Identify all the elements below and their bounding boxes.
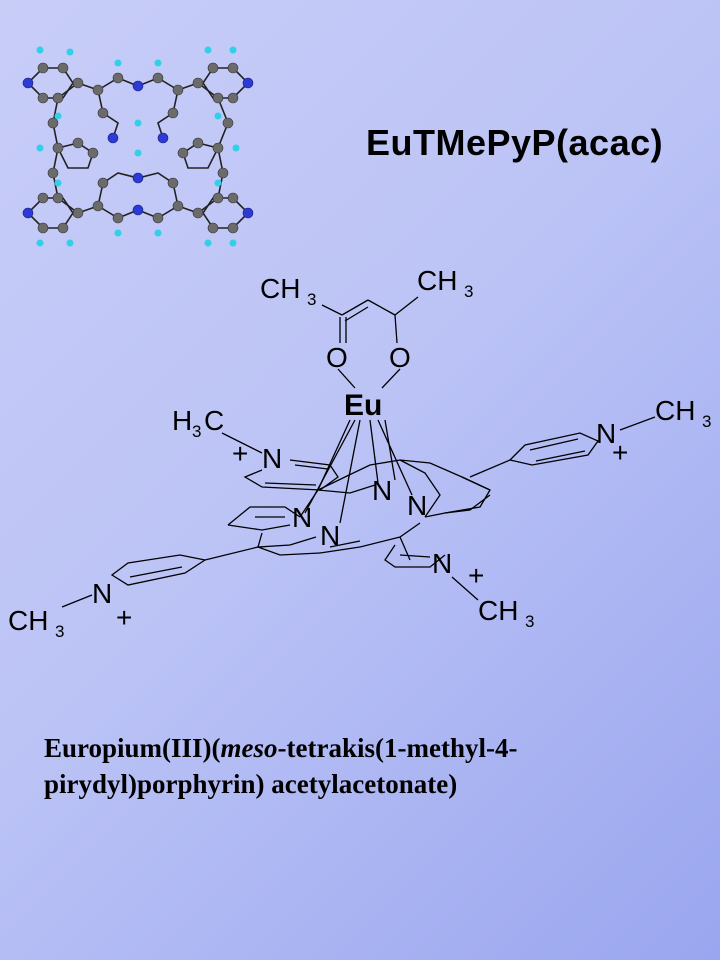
methyl-top-right-subscript: 3: [702, 412, 711, 431]
compound-name-caption: Europium(III)(meso-tetrakis(1-methyl-4-p…: [44, 730, 664, 802]
methyl-bottom-left: CH: [8, 605, 48, 636]
pyridinium-nitrogen-top-left: N: [262, 443, 282, 474]
acac-oxygen-right: O: [389, 342, 411, 373]
eu-nitrogen-bonds: [304, 419, 413, 524]
pyridinium-bottom-left: N + CH 3: [8, 546, 259, 641]
positive-charge-bottom-left: +: [116, 602, 132, 633]
structural-formula: CH 3 CH 3 O O Eu: [8, 265, 711, 641]
positive-charge-bottom-right: +: [468, 560, 484, 591]
caption-part-1: Europium(III)(: [44, 733, 221, 763]
caption-meso-italic: meso: [220, 733, 278, 763]
methyl-top-right: CH: [655, 395, 695, 426]
methyl-c: C: [204, 405, 224, 436]
acac-methyl-left: CH: [260, 273, 300, 304]
ball-and-stick-model: [22, 46, 254, 247]
acac-methyl-right-subscript: 3: [464, 282, 473, 301]
pyridinium-bottom-right: N + CH 3: [384, 536, 534, 631]
pyridinium-nitrogen-bottom-left: N: [92, 578, 112, 609]
porphyrin-nitrogen-3: N: [372, 475, 392, 506]
porphyrin-nitrogen-4: N: [407, 490, 427, 521]
europium-atom-label: Eu: [344, 389, 382, 422]
pyridinium-nitrogen-bottom-right: N: [432, 548, 452, 579]
porphyrin-nitrogen-2: N: [320, 520, 340, 551]
acac-methyl-left-subscript: 3: [307, 290, 316, 309]
positive-charge-top-right: +: [612, 437, 628, 468]
positive-charge-top-left: +: [232, 438, 248, 469]
slide-title: EuTMePyP(acac): [366, 122, 664, 163]
pyridinium-top-right: N + CH 3: [469, 395, 711, 478]
methyl-h-subscript: 3: [192, 422, 201, 441]
pyridinium-nitrogen-top-right: N: [596, 418, 616, 449]
methyl-bottom-right-subscript: 3: [525, 612, 534, 631]
caption-part-3: -tetrakis(1-methyl-4-pirydyl)porphyrin) …: [44, 733, 518, 799]
acac-ligand: CH 3 CH 3 O O: [260, 265, 473, 389]
acac-oxygen-left: O: [326, 342, 348, 373]
methyl-bottom-left-subscript: 3: [55, 622, 64, 641]
methyl-bottom-right: CH: [478, 595, 518, 626]
porphyrin-core: [227, 459, 491, 556]
pyridinium-top-left: H 3 C + N: [172, 405, 339, 491]
porphyrin-nitrogen-1: N: [292, 502, 312, 533]
methyl-h: H: [172, 405, 192, 436]
acac-methyl-right: CH: [417, 265, 457, 296]
